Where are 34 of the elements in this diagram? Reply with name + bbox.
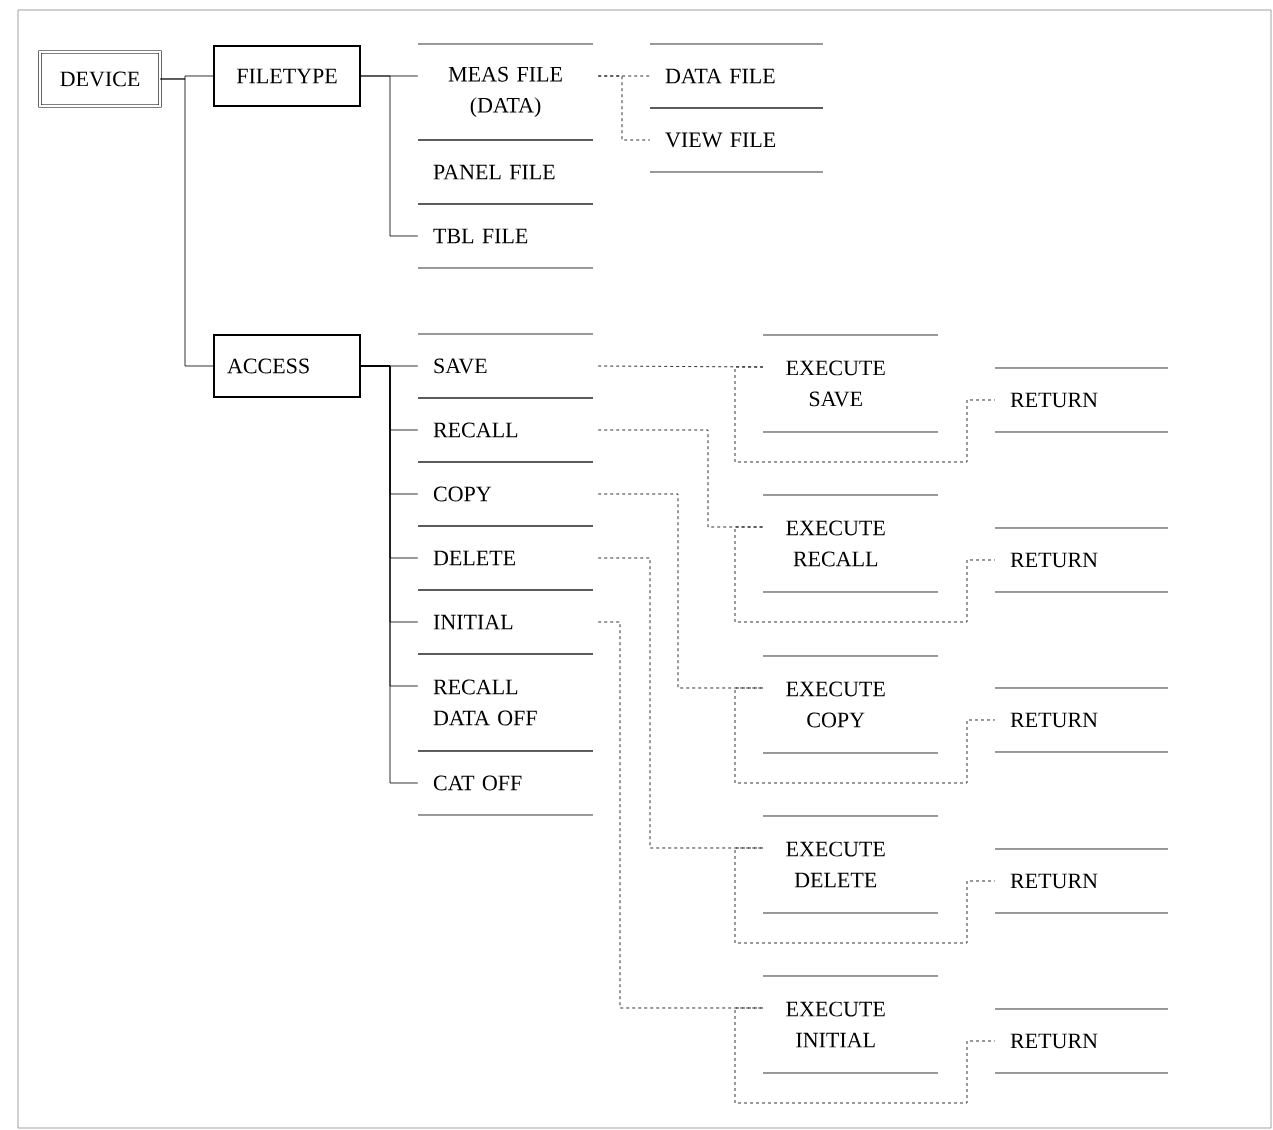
softkey-label: EXECUTE RECALL — [762, 494, 939, 593]
softkey-label: RETURN — [994, 687, 1169, 753]
menu-box: FILETYPE — [213, 45, 361, 107]
softkey-label: PANEL FILE — [433, 164, 555, 180]
softkey-label: RECALL — [433, 422, 518, 438]
softkey-label: RETURN — [994, 848, 1169, 914]
softkey-label: EXECUTE INITIAL — [762, 975, 939, 1074]
connector-line — [734, 847, 996, 944]
softkey-label: TBL FILE — [433, 228, 528, 244]
connector-line — [597, 75, 651, 141]
softkey-label: RECALL DATA OFF — [433, 679, 537, 726]
connector-line — [734, 1007, 996, 1104]
softkey-label: DATA FILE — [649, 43, 824, 109]
softkey-label: MEAS FILE (DATA) — [417, 43, 594, 141]
softkey-label: INITIAL — [433, 614, 513, 630]
connector-line — [734, 687, 996, 784]
softkey-label: EXECUTE SAVE — [762, 334, 939, 433]
softkey-label: VIEW FILE — [665, 132, 776, 148]
connector-line — [734, 526, 996, 623]
softkey-label: EXECUTE COPY — [762, 655, 939, 754]
connector-line — [360, 365, 419, 784]
connector-line — [360, 75, 419, 237]
connector-line — [734, 366, 996, 463]
softkey-label: RETURN — [994, 527, 1169, 593]
softkey-label: RETURN — [994, 367, 1169, 433]
softkey-label: SAVE — [417, 333, 594, 399]
menu-box: DEVICE — [38, 50, 162, 108]
softkey-label: CAT OFF — [433, 775, 522, 791]
softkey-label: EXECUTE DELETE — [762, 815, 939, 914]
softkey-label: DELETE — [433, 550, 515, 566]
softkey-label: RETURN — [994, 1008, 1169, 1074]
connector-line — [159, 78, 214, 367]
menu-box: ACCESS — [213, 334, 361, 398]
softkey-label: COPY — [433, 486, 492, 502]
